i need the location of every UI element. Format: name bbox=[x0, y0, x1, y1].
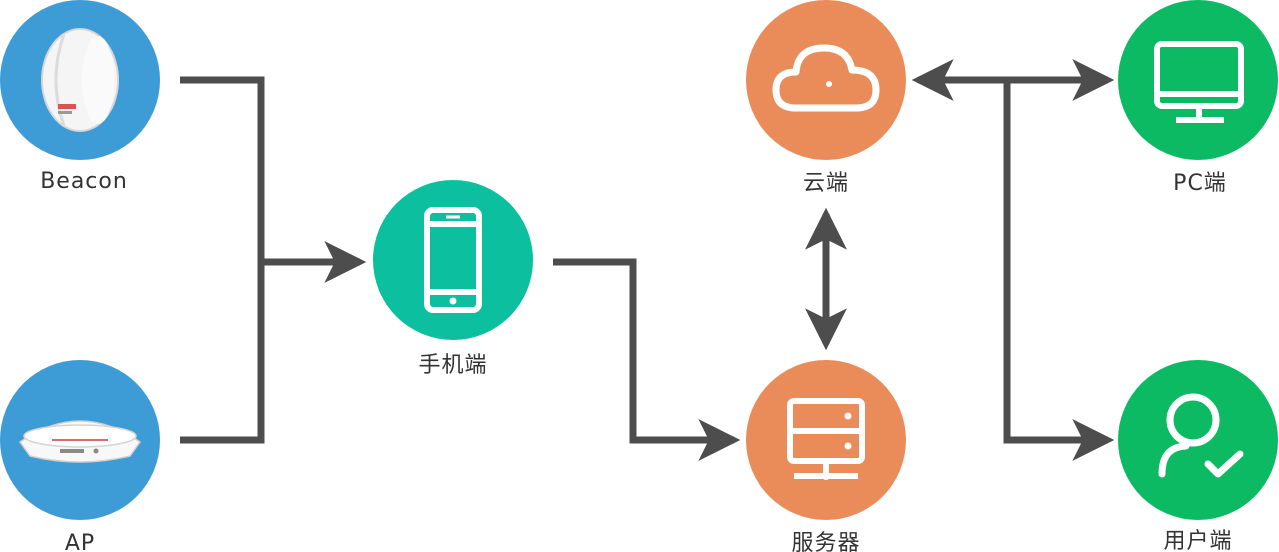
node-user[interactable]: 用户端 bbox=[1118, 360, 1278, 552]
node-cloud[interactable]: 云端 bbox=[746, 0, 906, 196]
cloud-circle bbox=[746, 0, 906, 160]
arrow-branch-to-user bbox=[1003, 80, 1115, 461]
user-label: 用户端 bbox=[1163, 529, 1232, 552]
connector-beacon-to-merge bbox=[180, 76, 265, 262]
user-check-icon bbox=[1158, 393, 1244, 478]
cloud-icon bbox=[772, 44, 880, 112]
node-beacon[interactable]: Beacon bbox=[0, 0, 160, 194]
beacon-device-icon bbox=[41, 28, 119, 132]
server-label: 服务器 bbox=[791, 531, 860, 552]
pc-label: PC端 bbox=[1173, 171, 1227, 196]
monitor-icon bbox=[1154, 41, 1244, 123]
server-circle bbox=[746, 360, 906, 520]
node-server[interactable]: 服务器 bbox=[746, 360, 906, 552]
cloud-label: 云端 bbox=[803, 171, 849, 196]
connector-ap-to-merge bbox=[180, 262, 265, 444]
node-ap[interactable]: AP bbox=[0, 360, 160, 552]
ceiling-ap-device-icon bbox=[18, 420, 142, 463]
ap-label: AP bbox=[65, 531, 95, 552]
node-phone[interactable]: 手机端 bbox=[373, 180, 533, 378]
server-icon bbox=[787, 398, 865, 480]
beacon-label: Beacon bbox=[40, 169, 128, 194]
smartphone-icon bbox=[424, 207, 482, 313]
arrow-phone-to-server bbox=[553, 258, 741, 461]
node-pc[interactable]: PC端 bbox=[1118, 0, 1278, 196]
connectors bbox=[180, 59, 1115, 461]
phone-circle bbox=[373, 180, 533, 340]
phone-label: 手机端 bbox=[418, 353, 487, 378]
pc-circle bbox=[1118, 0, 1278, 160]
